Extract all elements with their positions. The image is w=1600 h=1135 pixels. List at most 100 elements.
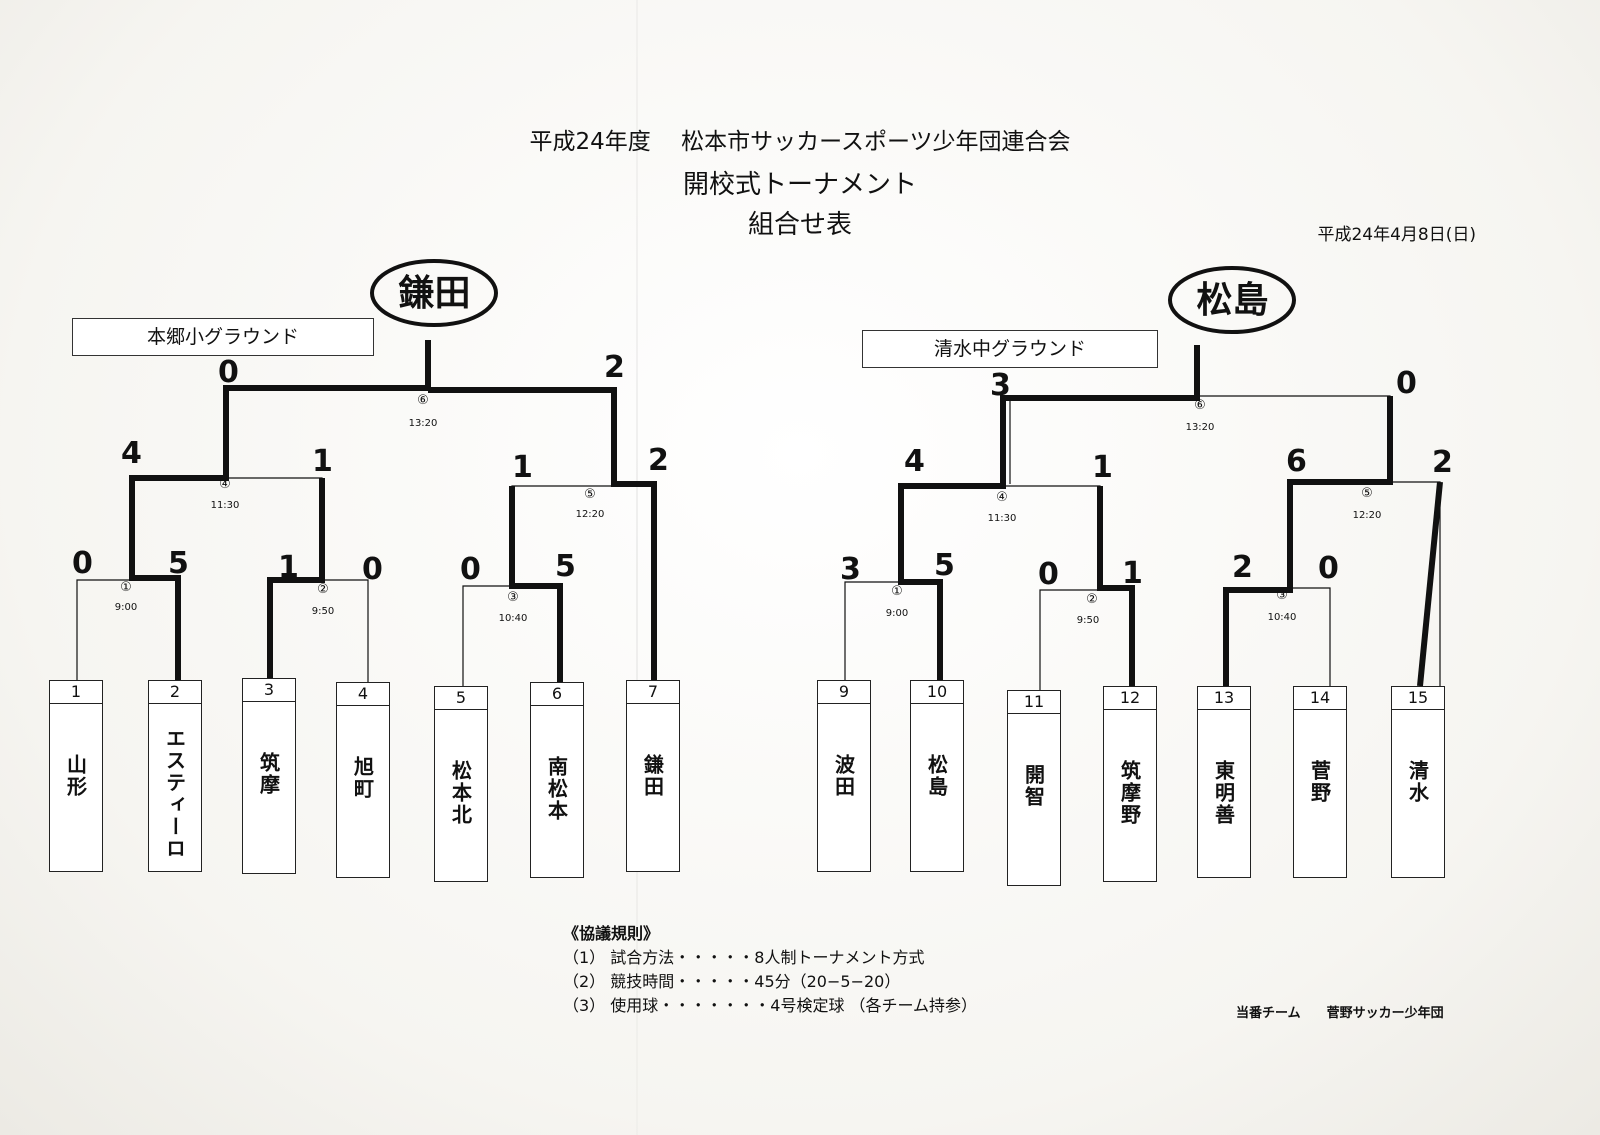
- team-number: 14: [1294, 687, 1346, 710]
- score: 3: [990, 368, 1011, 403]
- team-box: 13 東明善: [1197, 686, 1251, 878]
- team-number: 2: [149, 681, 201, 704]
- title-line-2: 開校式トーナメント: [682, 170, 917, 200]
- winner-path-line: [509, 486, 563, 682]
- team-number: 11: [1008, 691, 1060, 714]
- match-number: ③: [1276, 588, 1288, 603]
- winner-path-line: [1097, 486, 1135, 686]
- match-time: 11:30: [210, 500, 240, 511]
- match-number: ①: [120, 580, 132, 595]
- match-time: 12:20: [1352, 510, 1382, 521]
- team-number: 4: [337, 683, 389, 706]
- rule-item: （2） 競技時間・・・・・45分（20−5−20）: [563, 972, 901, 991]
- score: 1: [312, 444, 333, 479]
- rules-block: 《協議規則》 （1） 試合方法・・・・・8人制トーナメント方式 （2） 競技時間…: [563, 922, 977, 1018]
- team-number: 12: [1104, 687, 1156, 710]
- team-name: 南松本: [544, 756, 569, 822]
- team-name: 筑摩: [256, 752, 281, 796]
- score: 1: [278, 550, 299, 585]
- team-name: 松本北: [448, 760, 473, 826]
- score: 4: [904, 444, 925, 479]
- score: 5: [168, 546, 189, 581]
- team-name: 清水: [1405, 760, 1430, 804]
- team-box: 10 松島: [910, 680, 964, 872]
- score: 2: [648, 443, 669, 478]
- match-time: 13:20: [408, 418, 438, 429]
- team-box: 15 清水: [1391, 686, 1445, 878]
- match-time: 9:00: [114, 602, 138, 613]
- match-time: 9:00: [885, 608, 909, 619]
- score: 0: [1396, 366, 1417, 401]
- bracket-line: [76, 579, 179, 680]
- winner-path-line: [898, 345, 1200, 680]
- score: 0: [362, 552, 383, 587]
- right-champion-name: 松島: [1196, 279, 1269, 321]
- match-time: 10:40: [1267, 612, 1297, 623]
- team-number: 13: [1198, 687, 1250, 710]
- score: 5: [934, 548, 955, 583]
- score: 6: [1286, 444, 1307, 479]
- right-champion-circle: [1168, 266, 1296, 334]
- rule-item: （1） 試合方法・・・・・8人制トーナメント方式: [563, 948, 925, 967]
- score: 0: [1038, 557, 1059, 592]
- winner-path-line: [1417, 481, 1443, 687]
- match-number: ②: [1086, 592, 1098, 607]
- team-number: 9: [818, 681, 870, 704]
- match-time: 13:20: [1185, 422, 1215, 433]
- team-number: 15: [1392, 687, 1444, 710]
- team-name: 鎌田: [640, 754, 665, 798]
- team-name: 開智: [1021, 764, 1046, 808]
- team-name: 波田: [831, 754, 856, 798]
- match-number: ②: [317, 582, 329, 597]
- team-name: エスティーロ: [162, 728, 187, 860]
- team-box: 7 鎌田: [626, 680, 680, 872]
- team-box: 2 エスティーロ: [148, 680, 202, 872]
- team-name: 菅野: [1307, 760, 1332, 804]
- score: 1: [1122, 556, 1143, 591]
- rule-item: （3） 使用球・・・・・・・4号検定球 （各チーム持参）: [563, 996, 978, 1015]
- event-date: 平成24年4月8日(日): [1317, 225, 1476, 245]
- match-number: ④: [996, 490, 1008, 505]
- score: 1: [1092, 450, 1113, 485]
- team-name: 松島: [924, 754, 949, 798]
- score: 0: [1318, 551, 1339, 586]
- left-champion-circle: [370, 259, 498, 327]
- team-box: 4 旭町: [336, 682, 390, 878]
- team-number: 7: [627, 681, 679, 704]
- right-venue-label: 清水中グラウンド: [862, 330, 1158, 368]
- winner-path-line: [1223, 396, 1393, 686]
- team-number: 5: [435, 687, 487, 710]
- team-name: 東明善: [1211, 760, 1236, 826]
- match-number: ⑥: [417, 393, 429, 408]
- match-number: ⑤: [1361, 486, 1373, 501]
- left-venue-label: 本郷小グラウンド: [72, 318, 374, 356]
- score: 5: [555, 549, 576, 584]
- score: 0: [218, 355, 239, 390]
- paper-fold: [636, 0, 638, 1135]
- team-number: 10: [911, 681, 963, 704]
- winner-path-line: [267, 478, 325, 678]
- rules-heading: 《協議規則》: [563, 924, 660, 943]
- host-team: 当番チーム 菅野サッカー少年団: [1236, 1006, 1444, 1021]
- score: 0: [460, 552, 481, 587]
- winner-path-line: [428, 387, 657, 680]
- score: 2: [604, 350, 625, 385]
- match-time: 11:30: [987, 513, 1017, 524]
- title-line-1: 平成24年度 松本市サッカースポーツ少年団連合会: [529, 129, 1071, 155]
- match-number: ④: [219, 477, 231, 492]
- match-time: 9:50: [1076, 615, 1100, 626]
- team-box: 1 山形: [49, 680, 103, 872]
- score: 4: [121, 436, 142, 471]
- match-time: 10:40: [498, 613, 528, 624]
- left-champion-name: 鎌田: [398, 272, 471, 314]
- match-number: ①: [891, 584, 903, 599]
- team-number: 1: [50, 681, 102, 704]
- title-line-3: 組合せ表: [747, 210, 852, 240]
- team-box: 11 開智: [1007, 690, 1061, 886]
- team-box: 5 松本北: [434, 686, 488, 882]
- team-name: 筑摩野: [1117, 760, 1142, 826]
- team-number: 6: [531, 683, 583, 706]
- match-time: 9:50: [311, 606, 335, 617]
